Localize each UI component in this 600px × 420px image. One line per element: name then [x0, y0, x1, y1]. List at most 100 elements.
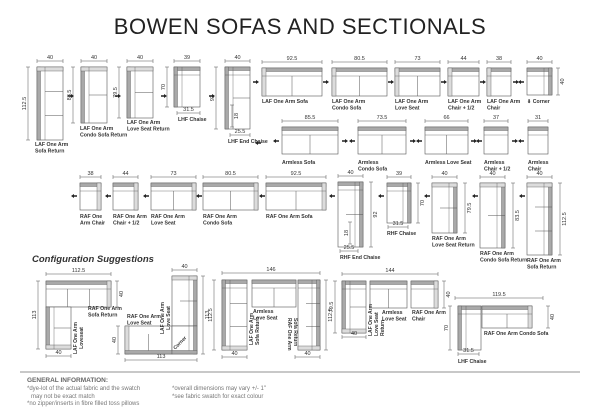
arrow-right-icon	[513, 80, 519, 84]
dimension-value: 25.5	[344, 245, 355, 251]
dimension-value: 40	[536, 56, 542, 62]
module-label: Armless	[528, 160, 549, 166]
module-label: Sofa Return	[292, 318, 298, 346]
dimension-width: 25.5	[229, 129, 251, 137]
info-note: *see fabric swatch for exact colour	[172, 393, 264, 400]
sofa-module	[486, 67, 512, 97]
sofa-module	[357, 126, 407, 155]
sofa-module	[331, 67, 388, 97]
module-label: Armless	[382, 310, 403, 316]
sofa-module	[150, 182, 197, 211]
dimension-value: 40	[560, 78, 566, 84]
arrow-right-icon	[115, 94, 121, 98]
arrow-left-icon	[255, 141, 261, 145]
dimension-height: 83.5	[511, 182, 521, 249]
dimension-value: 31.5	[463, 348, 474, 354]
dimension-height: 18	[230, 104, 240, 128]
dimension-width: 31	[527, 115, 549, 123]
dimension-value: 31.5	[183, 107, 194, 113]
sofa-module	[526, 67, 553, 96]
dimension-value: 40	[347, 170, 353, 176]
sofa-module	[526, 182, 553, 256]
dimension-value: 92	[373, 211, 379, 217]
dimension-height: 112.5	[22, 66, 30, 141]
module-label: Condo Sofa	[203, 221, 232, 227]
dimension-value: 38	[87, 171, 93, 177]
module-label: Love Seat Return	[432, 243, 475, 249]
dimension-value: 79.5	[113, 87, 119, 98]
arrow-right-icon	[209, 94, 215, 98]
sofa-module	[281, 126, 339, 155]
module-label: Love Seat	[166, 306, 172, 330]
dimension-value: 144	[385, 268, 394, 274]
sofa-module	[124, 325, 173, 355]
dimension-width: 73	[150, 171, 197, 179]
module-label: RAF One Arm	[432, 236, 466, 242]
module-label: LAF One Arm Sofa	[262, 99, 308, 105]
module-label: Love Seat	[374, 312, 380, 336]
info-note: may not be exact match	[31, 393, 95, 400]
dimension-height: 70	[161, 66, 169, 108]
sofa-module	[221, 279, 248, 351]
arrow-right-icon	[323, 80, 329, 84]
arrow-left-icon	[519, 194, 525, 198]
dimension-width: 40	[36, 55, 64, 63]
dimension-value: 112.5	[72, 268, 85, 274]
module-label: RAF One Arm	[203, 214, 237, 220]
general-info-left: *dye-lot of the actual fabric and the sw…	[27, 386, 140, 409]
arrow-right-icon	[342, 139, 348, 143]
dimension-width: 40	[80, 55, 108, 63]
dimension-width: 73	[394, 56, 441, 64]
dimension-width: 39	[386, 171, 412, 179]
dimension-width: 31.5	[457, 348, 480, 356]
dimension-width: 113	[124, 354, 198, 362]
dimension-value: 85.5	[305, 115, 316, 121]
dimension-width: 92.5	[261, 56, 323, 64]
dimension-value: 83.5	[515, 210, 521, 221]
module-label: Return	[380, 320, 386, 336]
module-label: LAF One Arm	[448, 99, 482, 105]
dimension-height: 112.5	[208, 279, 216, 351]
dimension-height: 18	[344, 221, 352, 245]
general-info-heading: GENERAL INFORMATION:	[27, 377, 109, 384]
dimension-width: 144	[341, 268, 439, 276]
dimension-width: 40	[526, 56, 553, 64]
dimension-value: 79.5	[329, 302, 335, 313]
module-label: Condo Sofa Return	[480, 258, 527, 264]
module-label: LAF One Arm	[249, 312, 255, 345]
module-label: Condo Sofa	[332, 106, 361, 112]
dimension-value: 40	[47, 55, 53, 61]
dimension-value: 39	[184, 55, 190, 61]
module-label: Love Seat Return	[127, 127, 170, 133]
module-label: LAF One Arm	[127, 120, 161, 126]
arrow-right-icon	[410, 139, 416, 143]
dimension-width: 40	[479, 171, 506, 179]
dimension-value: 44	[122, 171, 128, 177]
module-label: RAF One Arm Condo Sofa	[484, 331, 548, 337]
sofa-module	[261, 67, 323, 97]
dimension-width: 38	[486, 56, 512, 64]
sofa-module	[126, 66, 154, 119]
sofa-module	[483, 126, 509, 155]
module-label: LAF One Arm	[332, 99, 366, 105]
dimension-value: 40	[351, 331, 357, 337]
module-label: LAF One Arm	[487, 99, 521, 105]
dimension-value: 112.5	[562, 212, 568, 225]
module-label: Chair	[412, 317, 425, 323]
dimension-width: 119.5	[454, 292, 544, 300]
dimension-value: 112.5	[328, 308, 334, 321]
dimension-width: 40	[526, 171, 553, 179]
dimension-width: 146	[221, 267, 321, 275]
sofa-module	[45, 280, 112, 308]
